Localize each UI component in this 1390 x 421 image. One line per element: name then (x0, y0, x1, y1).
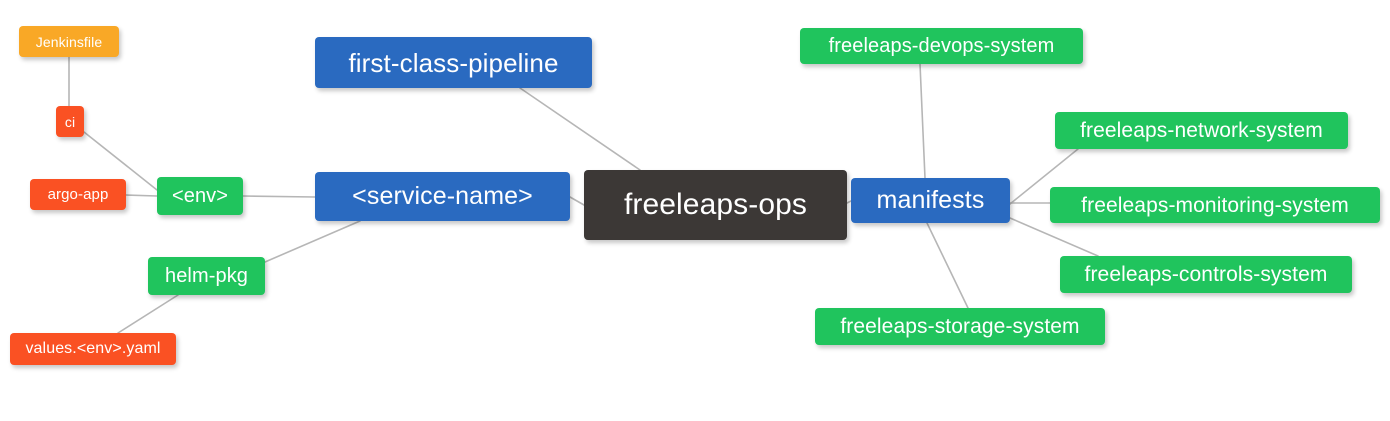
node-label-freeleaps-network-system: freeleaps-network-system (1080, 119, 1323, 142)
node-freeleaps-ops[interactable]: freeleaps-ops (584, 170, 847, 240)
node-freeleaps-storage-system[interactable]: freeleaps-storage-system (815, 308, 1105, 345)
node-label-freeleaps-devops-system: freeleaps-devops-system (828, 35, 1055, 57)
node-label-jenkinsfile: Jenkinsfile (35, 33, 103, 50)
node-label-manifests: manifests (876, 186, 985, 214)
edge-freeleaps-ops-to-first-class-pipeline (519, 87, 641, 171)
edge-manifests-to-freeleaps-storage-system (926, 222, 969, 309)
edge-helm-pkg-to-values-env-yaml (117, 294, 179, 334)
node-values-env-yaml[interactable]: values.<env>.yaml (10, 333, 176, 365)
node-helm-pkg[interactable]: helm-pkg (148, 257, 265, 295)
node-freeleaps-devops-system[interactable]: freeleaps-devops-system (800, 28, 1083, 64)
node-argo-app[interactable]: argo-app (30, 179, 126, 210)
node-label-helm-pkg: helm-pkg (164, 265, 249, 287)
node-jenkinsfile[interactable]: Jenkinsfile (19, 26, 119, 57)
node-freeleaps-controls-system[interactable]: freeleaps-controls-system (1060, 256, 1352, 293)
node-label-values-env-yaml: values.<env>.yaml (25, 340, 161, 357)
node-label-freeleaps-storage-system: freeleaps-storage-system (840, 315, 1080, 338)
edge-freeleaps-ops-to-service-name (569, 196, 585, 206)
node-ci[interactable]: ci (56, 106, 84, 137)
edge-service-name-to-helm-pkg (264, 220, 361, 263)
node-freeleaps-network-system[interactable]: freeleaps-network-system (1055, 112, 1348, 149)
node-label-freeleaps-ops: freeleaps-ops (623, 188, 808, 221)
node-manifests[interactable]: manifests (851, 178, 1010, 223)
edge-manifests-to-freeleaps-controls-system (1009, 217, 1099, 257)
node-label-first-class-pipeline: first-class-pipeline (348, 47, 559, 78)
node-freeleaps-monitoring-system[interactable]: freeleaps-monitoring-system (1050, 187, 1380, 223)
node-service-name[interactable]: <service-name> (315, 172, 570, 221)
node-label-service-name: <service-name> (352, 182, 533, 210)
node-label-freeleaps-monitoring-system: freeleaps-monitoring-system (1081, 193, 1349, 217)
node-label-ci: ci (64, 113, 76, 130)
node-env[interactable]: <env> (157, 177, 243, 215)
edge-service-name-to-env (242, 195, 316, 198)
node-label-env: <env> (171, 185, 229, 207)
edge-manifests-to-freeleaps-devops-system (919, 63, 926, 179)
node-first-class-pipeline[interactable]: first-class-pipeline (315, 37, 592, 88)
edge-env-to-argo-app (125, 194, 158, 197)
node-label-argo-app: argo-app (47, 186, 109, 203)
node-label-freeleaps-controls-system: freeleaps-controls-system (1084, 263, 1328, 286)
